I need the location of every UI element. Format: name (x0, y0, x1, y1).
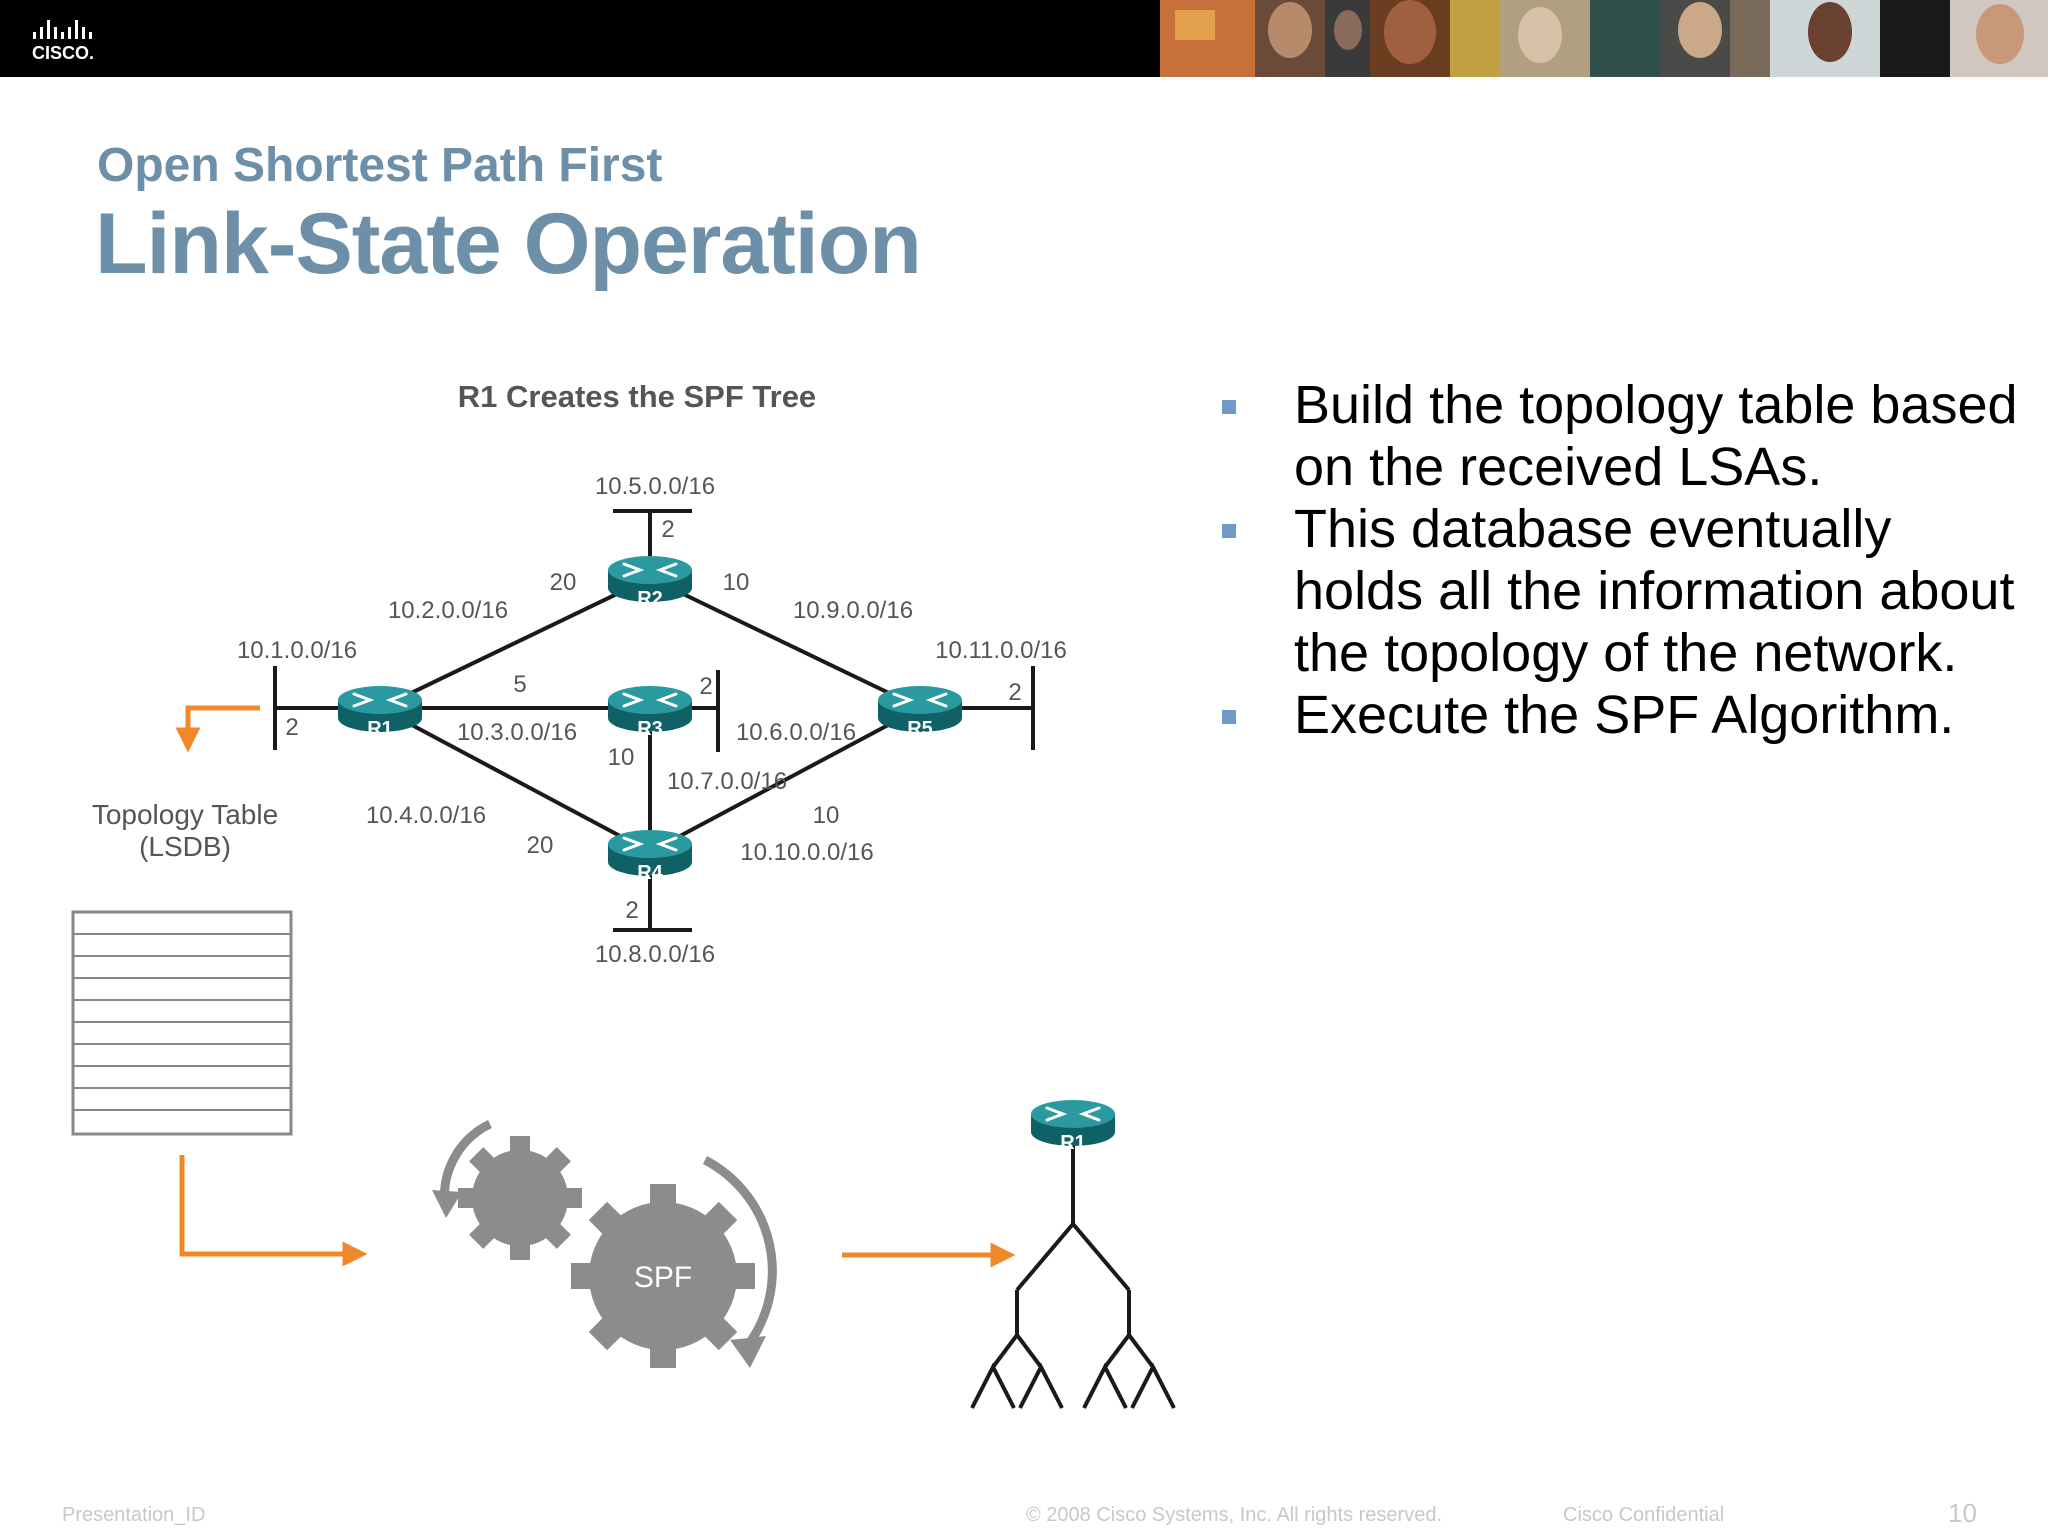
topology-table-label: Topology Table (92, 799, 278, 830)
router-r2: R2 (606, 554, 694, 610)
svg-text:R1: R1 (1060, 1132, 1086, 1154)
footer-presentation-id: Presentation_ID (62, 1504, 206, 1526)
bullet-marker (1222, 524, 1236, 538)
cost-r1-r2: 20 (550, 569, 577, 596)
svg-text:R2: R2 (637, 588, 663, 610)
bullet-list: Build the topology table based on the re… (1220, 374, 2020, 746)
spf-tree (970, 1145, 1176, 1409)
router-r3: R3 (606, 684, 694, 740)
bullet-marker (1222, 710, 1236, 724)
label-10-1: 10.1.0.0/16 (237, 637, 357, 664)
label-10-10: 10.10.0.0/16 (740, 839, 873, 866)
router-r5: R5 (876, 684, 964, 740)
spf-label: SPF (634, 1261, 692, 1294)
small-gear-icon (458, 1136, 582, 1260)
router-r1: R1 (336, 684, 424, 740)
spf-diagram: R1 Creates the SPF Tree R2 R1 R3 R5 R4 1… (71, 379, 1176, 1409)
footer-copyright: © 2008 Cisco Systems, Inc. All rights re… (1026, 1504, 1443, 1526)
cost-r1-stub: 2 (285, 714, 298, 741)
cost-labels: 2 20 10 2 5 2 10 20 10 2 2 (285, 516, 1021, 924)
diagram-title: R1 Creates the SPF Tree (458, 379, 816, 414)
cost-r2-stub: 2 (661, 516, 674, 543)
label-10-9: 10.9.0.0/16 (793, 597, 913, 624)
footer-confidential: Cisco Confidential (1563, 1504, 1725, 1526)
spf-rotate-arrowhead (730, 1336, 766, 1368)
label-10-2: 10.2.0.0/16 (388, 597, 508, 624)
link-r4-r5 (649, 706, 921, 854)
label-10-11: 10.11.0.0/16 (935, 637, 1067, 664)
lsdb-table (71, 910, 293, 1136)
label-10-4: 10.4.0.0/16 (366, 802, 486, 829)
svg-text:R3: R3 (637, 718, 663, 740)
cost-r3-stub: 2 (699, 673, 712, 700)
cost-r2-r5: 10 (723, 569, 750, 596)
slide-subtitle: Open Shortest Path First (97, 139, 663, 192)
bullet-text: Execute the SPF Algorithm. (1294, 685, 1955, 745)
logo-text: CISCO. (32, 43, 94, 63)
label-10-7: 10.7.0.0/16 (667, 768, 787, 795)
spf-rotate-arrow (702, 1156, 777, 1348)
lsdb-arrow (175, 705, 260, 753)
cost-r3-r4: 10 (608, 744, 635, 771)
lsdb-label: (LSDB) (139, 831, 231, 862)
cisco-logo: CISCO. (32, 20, 94, 63)
page-number: 10 (1948, 1498, 1977, 1528)
link-r1-r4 (379, 706, 651, 854)
bullet-marker (1222, 400, 1236, 414)
svg-text:R4: R4 (637, 862, 663, 884)
tree-root-router: R1 (1029, 1098, 1117, 1154)
cost-r5-stub: 2 (1008, 679, 1021, 706)
link-r2-r5 (649, 576, 921, 710)
bullet-item: This database eventually holds all the i… (1220, 498, 2020, 684)
network-labels: 10.5.0.0/16 10.2.0.0/16 10.9.0.0/16 10.1… (237, 473, 1067, 968)
cost-r4-r5: 10 (813, 802, 840, 829)
header-photo-strip (1160, 0, 2048, 77)
small-gear-arrowhead (432, 1190, 462, 1218)
cost-r4-stub: 2 (625, 897, 638, 924)
router-r4: R4 (606, 828, 694, 884)
label-10-6: 10.6.0.0/16 (736, 719, 856, 746)
bullet-item: Build the topology table based on the re… (1220, 374, 2020, 498)
bullet-text: This database eventually holds all the i… (1294, 499, 2015, 683)
label-10-5: 10.5.0.0/16 (595, 473, 715, 500)
cost-r1-r3: 5 (513, 671, 526, 698)
svg-text:R5: R5 (907, 718, 933, 740)
bullet-text: Build the topology table based on the re… (1294, 375, 2018, 497)
link-r1-r2 (379, 576, 651, 710)
label-10-3: 10.3.0.0/16 (457, 719, 577, 746)
cost-r1-r4: 20 (527, 832, 554, 859)
label-10-8: 10.8.0.0/16 (595, 941, 715, 968)
bullet-item: Execute the SPF Algorithm. (1220, 684, 2020, 746)
table-to-spf-arrow (179, 1155, 368, 1267)
slide-title: Link-State Operation (95, 196, 922, 292)
header-bar: CISCO. (0, 0, 2048, 77)
svg-text:R1: R1 (367, 718, 393, 740)
